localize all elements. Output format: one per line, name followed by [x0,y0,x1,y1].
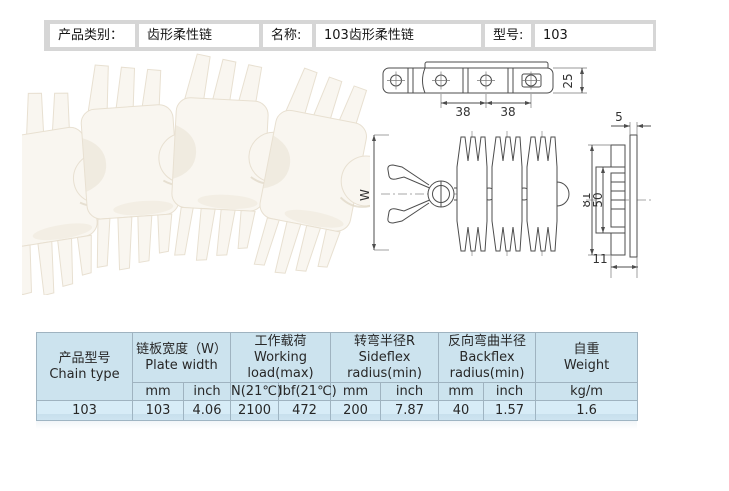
cell-side-mm: 200 [330,400,382,421]
cell-back-inch: 1.57 [483,400,537,421]
unit-plate-mm: mm [132,382,184,401]
unit-back-mm: mm [438,382,485,401]
unit-weight-kgm: kg/m [535,382,639,401]
unit-load-lbf: lbf(21℃) [278,382,337,401]
spec-table: 产品型号 Chain type 链板宽度（W） Plate width 工作载荷… [36,332,639,421]
dim-label-pitch-right: 38 [500,105,515,118]
cell-side-inch: 7.87 [380,400,440,421]
unit-load-n: N(21℃) [230,382,283,401]
unit-side-inch: inch [380,382,440,401]
cell-plate-inch: 4.06 [182,400,232,421]
col-header-weight: 自重 Weight [535,332,639,383]
field-label-name: 名称: [263,24,312,47]
field-label-product-category: 产品类别： [50,24,135,47]
unit-plate-inch: inch [182,382,232,401]
table-reflection [36,414,637,429]
field-label-model: 型号: [485,24,531,47]
dim-label-hub-height: 50 [591,192,605,207]
col-header-chain-type: 产品型号 Chain type [36,332,133,401]
dim-label-plate-thickness: 5 [615,110,623,124]
field-value-name: 103齿形柔性链 [316,24,481,47]
pin-holes [387,71,540,90]
cell-back-mm: 40 [438,400,485,421]
dim-label-width-w: W [358,189,372,201]
dim-label-pitch-left: 38 [455,105,470,118]
cell-load-n: 2100 [230,400,280,421]
product-header-bar: 产品类别： 齿形柔性链 名称: 103齿形柔性链 型号: 103 [44,20,656,51]
unit-back-inch: inch [483,382,537,401]
product-photo [22,52,370,295]
col-header-working-load: 工作载荷 Working load(max) [230,332,332,383]
dim-label-height: 25 [561,73,575,88]
col-header-backflex-radius: 反向弯曲半径 Backflex radius(min) [438,332,537,383]
field-value-model: 103 [535,24,653,47]
drawing-top-view: W [358,131,570,256]
dim-label-overall-height: 81 [583,192,593,207]
field-value-product-category: 齿形柔性链 [139,24,259,47]
drawing-side-view: 38 38 25 [382,61,587,118]
col-header-plate-width: 链板宽度（W） Plate width [131,332,232,383]
dim-label-hub-offset: 11 [592,252,607,266]
cell-plate-mm: 103 [132,400,184,421]
cell-weight-kgm: 1.6 [535,400,639,421]
drawing-section-view: 5 81 50 11 [583,110,653,278]
unit-side-mm: mm [330,382,382,401]
cell-load-lbf: 472 [278,400,332,421]
cell-chain-type: 103 [36,400,133,421]
col-header-sideflex-radius: 转弯半径R Sideflex radius(min) [330,332,440,383]
